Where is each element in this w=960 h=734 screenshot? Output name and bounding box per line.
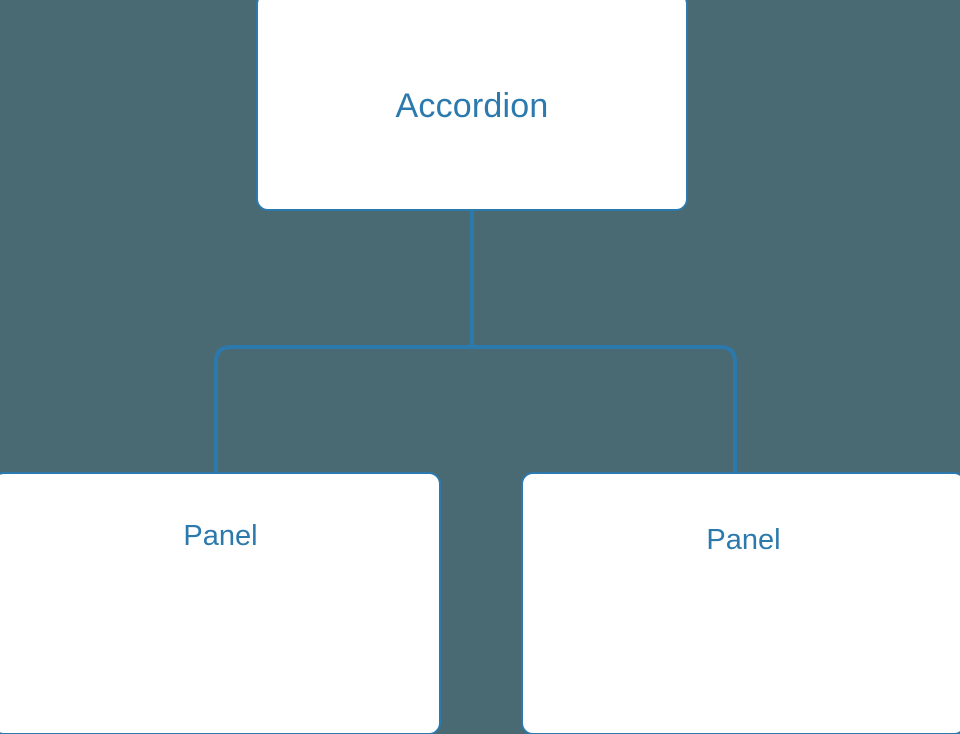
connector-branch-left xyxy=(214,345,472,474)
node-panel-active[interactable]: Panel isActive true xyxy=(0,472,441,734)
node-panel-inactive[interactable]: Panel isActive false xyxy=(521,472,960,734)
node-panel-inactive-title: Panel xyxy=(706,524,781,556)
node-accordion[interactable]: Accordion xyxy=(256,0,688,211)
connector-branch-right xyxy=(472,345,737,474)
node-accordion-title: Accordion xyxy=(395,86,549,125)
node-panel-active-title: Panel xyxy=(183,520,258,552)
